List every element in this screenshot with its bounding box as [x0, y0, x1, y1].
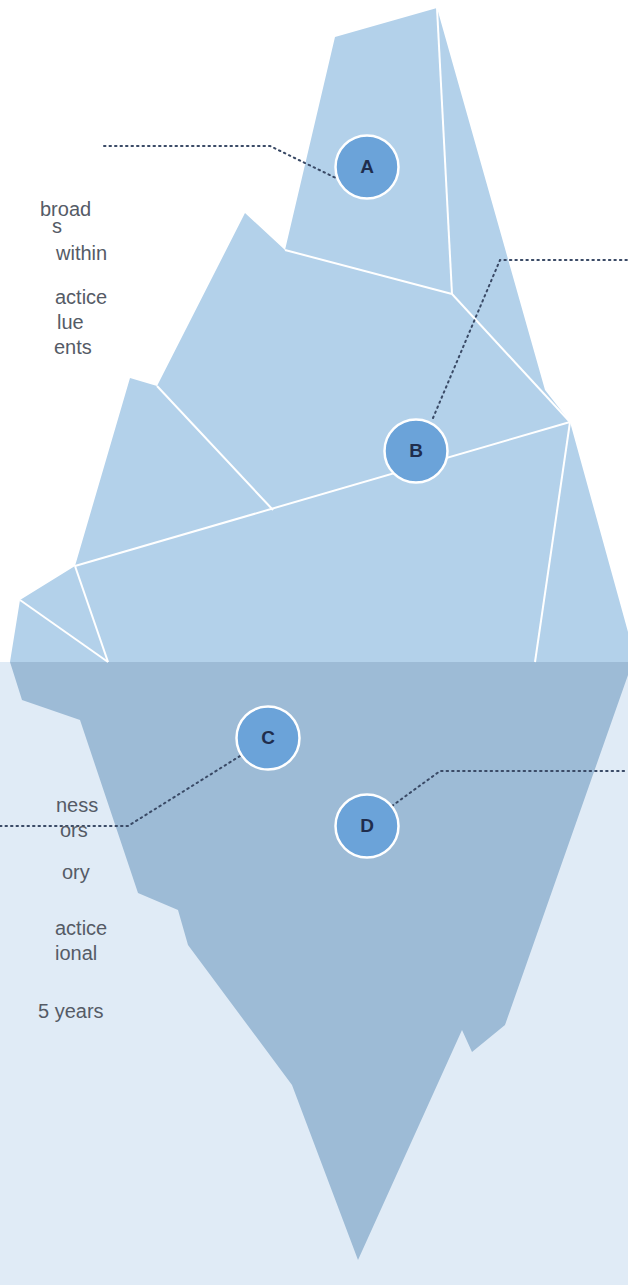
text-fragment: ors: [60, 818, 88, 842]
iceberg-facets: [20, 8, 570, 662]
text-fragment: ory: [62, 860, 90, 884]
text-fragment: actice: [55, 285, 107, 309]
text-fragment: broad: [40, 197, 91, 221]
water-background: [0, 662, 628, 1285]
text-fragment: lue: [57, 310, 84, 334]
callout-circle: D: [334, 793, 400, 859]
text-fragment: ional: [55, 941, 97, 965]
callout-circle: B: [383, 418, 449, 484]
text-fragment: within: [56, 241, 107, 265]
text-fragment: 5 years: [38, 999, 104, 1023]
callout-circle: C: [235, 705, 301, 771]
iceberg-above: [10, 8, 628, 662]
text-fragment: s: [52, 214, 62, 238]
text-fragment: ness: [56, 793, 98, 817]
callout-letter: C: [235, 705, 301, 771]
callout-letter: B: [383, 418, 449, 484]
text-fragment: actice: [55, 916, 107, 940]
text-fragment: ents: [54, 335, 92, 359]
callout-letter: A: [334, 134, 400, 200]
callout-letter: D: [334, 793, 400, 859]
callout-circle: A: [334, 134, 400, 200]
iceberg-below: [10, 662, 628, 1260]
leader-lines: [0, 146, 628, 826]
